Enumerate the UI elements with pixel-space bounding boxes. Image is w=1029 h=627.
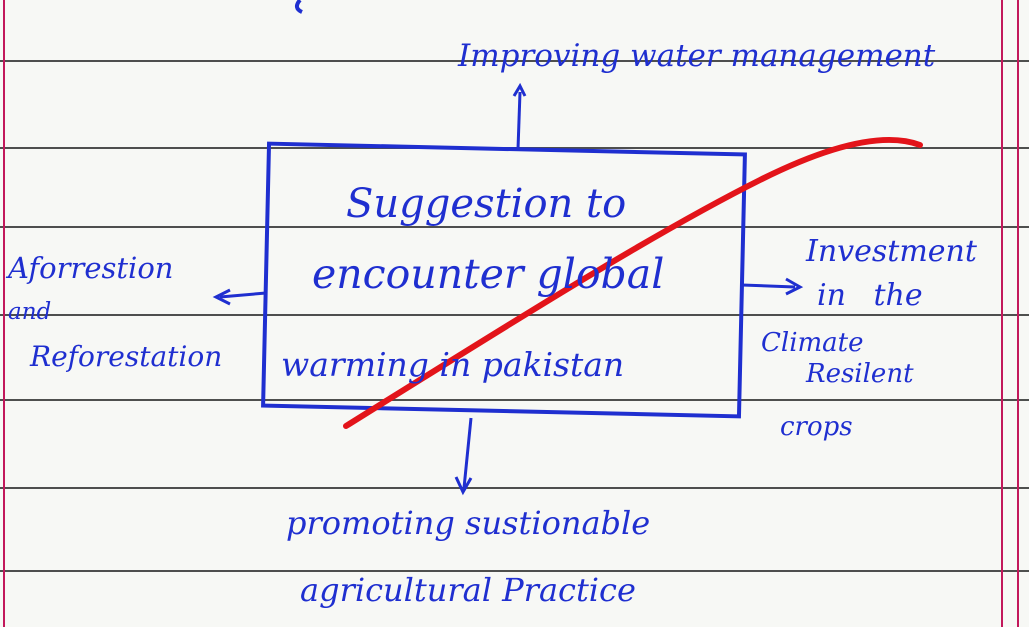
left-branch-label-line-1: Aforrestion [8,251,174,285]
red-strike-line [343,136,923,429]
top-connector-arrow [512,82,527,150]
left-branch-label-line-3: Reforestation [30,340,223,373]
right-connector-arrow [741,277,804,296]
ruled-lines [0,60,1029,572]
central-box [261,141,747,419]
central-text-line-3: warming in pakistan [281,345,625,384]
right-branch-label-line-1: Investment [806,234,977,269]
bottom-branch-label-line-1: promoting sustionable [286,504,651,542]
left-connector-arrow [212,288,267,306]
central-text-line-2: encounter global [312,250,665,298]
top-branch-label: Improving water management [458,38,936,74]
top-scribble [295,0,303,14]
bottom-branch-label-line-2: agricultural Practice [300,571,636,609]
right-branch-label-line-2: in the [817,278,923,313]
left-branch-label-line-2: and [8,299,52,325]
right-branch-label-line-5: crops [780,412,853,442]
right-branch-label-line-4: Resilent [806,359,914,389]
page-margins [3,0,1019,627]
right-branch-label-line-3: Climate [761,328,864,358]
central-text-line-1: Suggestion to [346,181,627,227]
bottom-connector-arrow [454,417,473,496]
